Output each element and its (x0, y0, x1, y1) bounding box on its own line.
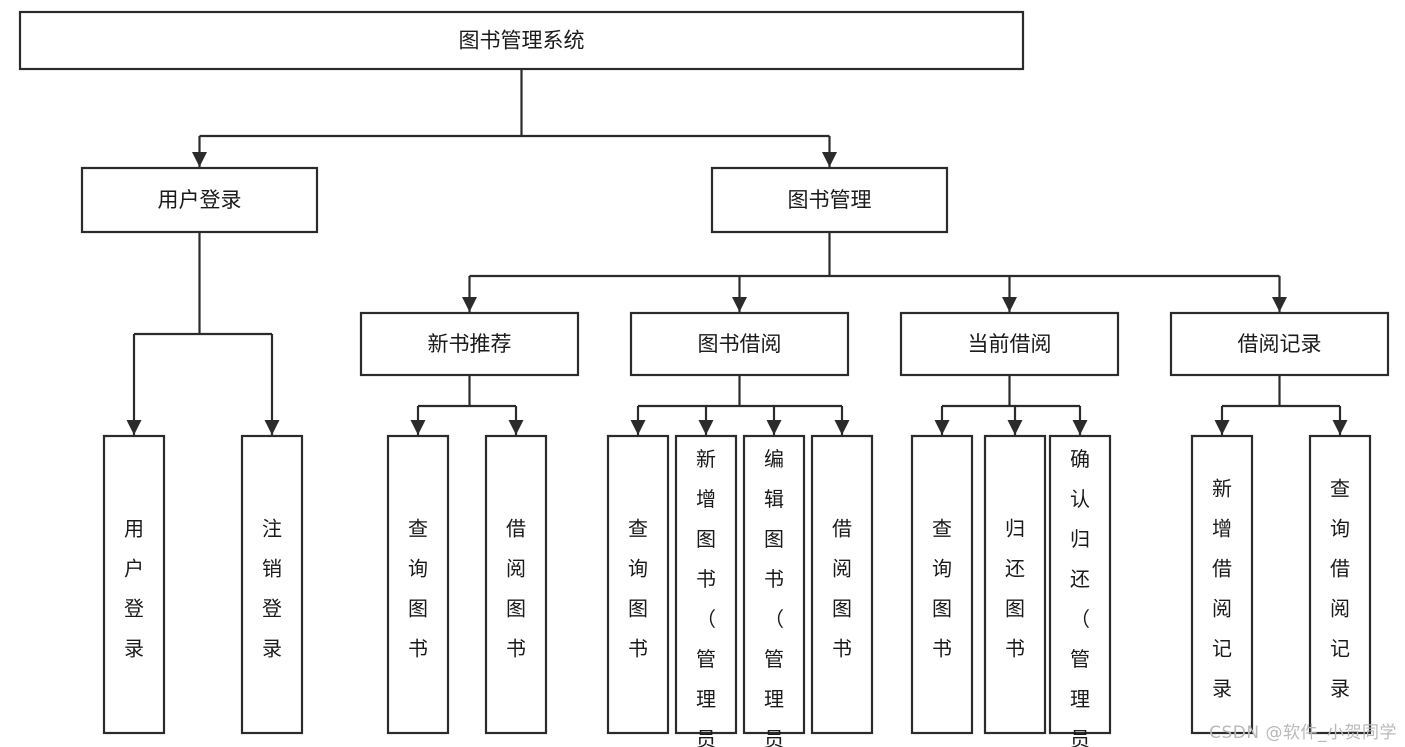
watermark-label: CSDN @软件_小贺同学 (1209, 723, 1397, 743)
node-box-rect (910, 434, 974, 735)
node-leaf-1[interactable]: 注销登录 (240, 434, 304, 735)
node-level3-2[interactable]: 当前借阅 (899, 311, 1120, 377)
node-leaf-0[interactable]: 用户登录 (102, 434, 166, 735)
node-label: 确认归还（管理员） (1070, 447, 1090, 747)
arrow-head-icon (1072, 420, 1088, 435)
node-level2-1[interactable]: 图书管理 (710, 166, 949, 234)
node-leaf-9[interactable]: 归还图书 (983, 434, 1047, 735)
node-level3-3[interactable]: 借阅记录 (1169, 311, 1390, 377)
node-box-rect (810, 434, 874, 735)
arrow-head-icon (1007, 420, 1023, 435)
node-label: 借阅记录 (1238, 332, 1322, 356)
arrow-head-icon (508, 420, 524, 435)
node-label: 查询图书 (932, 517, 952, 661)
node-box-rect (710, 166, 949, 234)
node-box-rect (629, 311, 850, 377)
node-box-rect (606, 434, 670, 735)
node-level2-0[interactable]: 用户登录 (80, 166, 319, 234)
node-leaf-12[interactable]: 查询借阅记录 (1308, 434, 1372, 735)
arrow-head-icon (126, 420, 142, 435)
node-leaf-8[interactable]: 查询图书 (910, 434, 974, 735)
node-boxes-layer: 图书管理系统用户登录图书管理新书推荐图书借阅当前借阅借阅记录用户登录注销登录查询… (18, 10, 1390, 747)
node-label: 图书管理 (788, 188, 872, 212)
arrow-head-icon (1272, 297, 1287, 312)
node-box-rect (1169, 311, 1390, 377)
node-label: 新增借阅记录 (1212, 477, 1232, 701)
node-box-rect (359, 311, 580, 377)
node-label: 新增图书（管理员） (696, 447, 716, 747)
node-label: 注销登录 (262, 517, 282, 661)
arrow-head-icon (462, 297, 477, 312)
node-box-rect (80, 166, 319, 234)
node-leaf-2[interactable]: 查询图书 (386, 434, 450, 735)
node-leaf-11[interactable]: 新增借阅记录 (1190, 434, 1254, 735)
arrow-head-icon (766, 420, 782, 435)
node-leaf-10[interactable]: 确认归还（管理员） (1048, 434, 1112, 747)
node-box-rect (484, 434, 548, 735)
node-label: 用户登录 (124, 517, 144, 661)
node-label: 图书借阅 (698, 332, 782, 356)
node-root[interactable]: 图书管理系统 (18, 10, 1025, 71)
arrow-head-icon (630, 420, 646, 435)
node-leaf-5[interactable]: 新增图书（管理员） (674, 434, 738, 747)
node-box-rect (899, 311, 1120, 377)
node-box-rect (742, 434, 806, 735)
node-box-rect (1308, 434, 1372, 735)
arrow-head-icon (192, 152, 207, 167)
arrow-head-icon (698, 420, 714, 435)
node-label: 查询图书 (408, 517, 428, 661)
arrow-head-icon (732, 297, 747, 312)
node-label: 借阅图书 (832, 517, 852, 661)
node-leaf-4[interactable]: 查询图书 (606, 434, 670, 735)
arrow-head-icon (934, 420, 950, 435)
node-label: 借阅图书 (506, 517, 526, 661)
node-leaf-7[interactable]: 借阅图书 (810, 434, 874, 735)
connector-lines-layer (126, 69, 1348, 435)
node-label: 查询借阅记录 (1330, 477, 1350, 701)
node-box-rect (1190, 434, 1254, 735)
node-box-rect (240, 434, 304, 735)
arrow-head-icon (1002, 297, 1017, 312)
node-level3-0[interactable]: 新书推荐 (359, 311, 580, 377)
node-label: 编辑图书（管理员） (764, 447, 784, 747)
node-label: 当前借阅 (968, 332, 1052, 356)
node-leaf-3[interactable]: 借阅图书 (484, 434, 548, 735)
arrow-head-icon (264, 420, 280, 435)
node-label: 图书管理系统 (459, 29, 585, 53)
arrow-head-icon (834, 420, 850, 435)
arrow-head-icon (410, 420, 426, 435)
node-box-rect (674, 434, 738, 735)
node-label: 查询图书 (628, 517, 648, 661)
node-box-rect (983, 434, 1047, 735)
arrow-head-icon (1332, 420, 1348, 435)
node-label: 新书推荐 (428, 332, 512, 356)
node-label: 用户登录 (158, 188, 242, 212)
node-box-rect (102, 434, 166, 735)
node-level3-1[interactable]: 图书借阅 (629, 311, 850, 377)
arrow-head-icon (1214, 420, 1230, 435)
node-leaf-6[interactable]: 编辑图书（管理员） (742, 434, 806, 747)
node-box-rect (18, 10, 1025, 71)
node-label: 归还图书 (1005, 517, 1025, 661)
arrow-head-icon (822, 152, 837, 167)
node-box-rect (1048, 434, 1112, 735)
node-box-rect (386, 434, 450, 735)
